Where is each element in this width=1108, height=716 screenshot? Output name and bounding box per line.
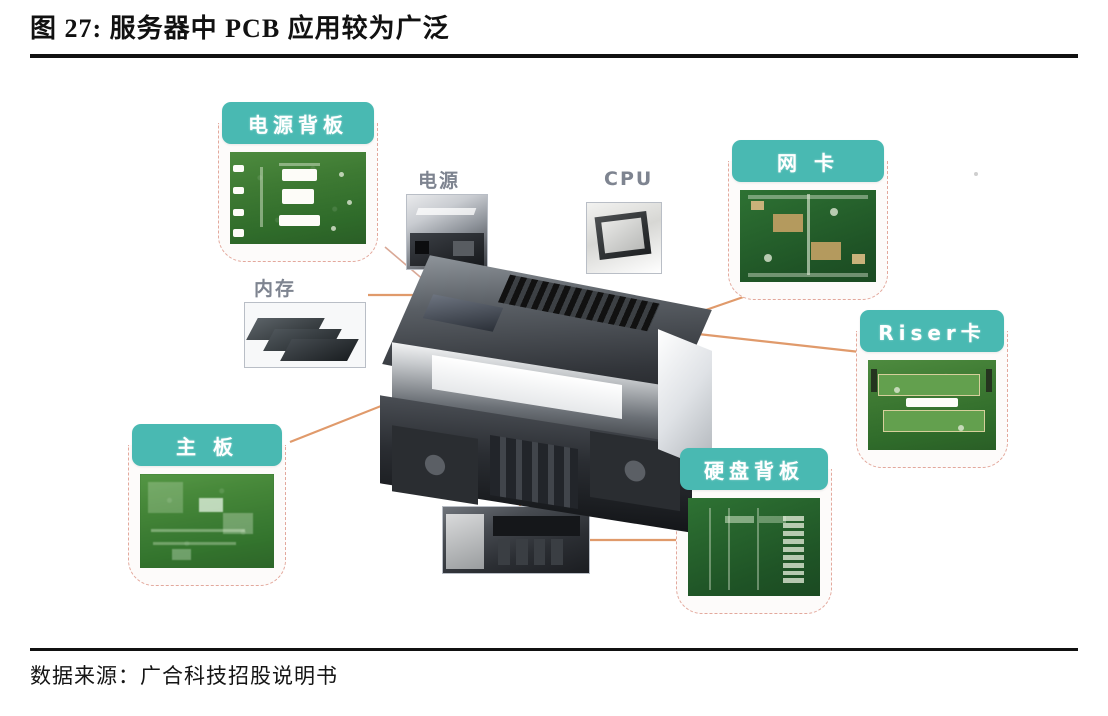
footer-divider: [30, 648, 1078, 651]
page-title: 图 27: 服务器中 PCB 应用较为广泛: [30, 14, 450, 43]
label-power-supply: 电源: [418, 170, 461, 192]
photo-hdd-backplane: [688, 498, 820, 596]
thumb-memory[interactable]: [244, 302, 366, 368]
server-fan-left: [392, 425, 478, 505]
card-network-card[interactable]: 网 卡: [728, 140, 888, 300]
card-title-power-backplane: 电源背板: [222, 102, 374, 144]
card-title-hdd-backplane: 硬盘背板: [680, 448, 828, 490]
thumb-cpu[interactable]: [586, 202, 662, 274]
card-title-riser-card: Riser卡: [860, 310, 1004, 352]
photo-motherboard: [140, 474, 274, 568]
photo-power-backplane: [230, 152, 366, 244]
thumb-hdd-bay[interactable]: [442, 506, 590, 574]
card-title-motherboard: 主 板: [132, 424, 282, 466]
source-note: 数据来源：广合科技招股说明书: [30, 664, 338, 688]
title-divider: [30, 54, 1078, 58]
thumb-power-supply[interactable]: [406, 194, 488, 270]
watermark-dot: [974, 172, 978, 176]
diagram-canvas: 电源背板 网: [0, 62, 1108, 642]
card-riser-card[interactable]: Riser卡: [856, 310, 1008, 468]
card-hdd-backplane[interactable]: 硬盘背板: [676, 448, 832, 614]
label-cpu: CPU: [604, 168, 654, 190]
card-motherboard[interactable]: 主 板: [128, 424, 286, 586]
label-memory: 内存: [254, 278, 297, 300]
photo-network-card: [740, 190, 876, 282]
card-power-backplane[interactable]: 电源背板: [218, 102, 378, 262]
photo-server-chassis[interactable]: [372, 255, 720, 533]
photo-riser-card: [868, 360, 996, 450]
card-title-network-card: 网 卡: [732, 140, 884, 182]
